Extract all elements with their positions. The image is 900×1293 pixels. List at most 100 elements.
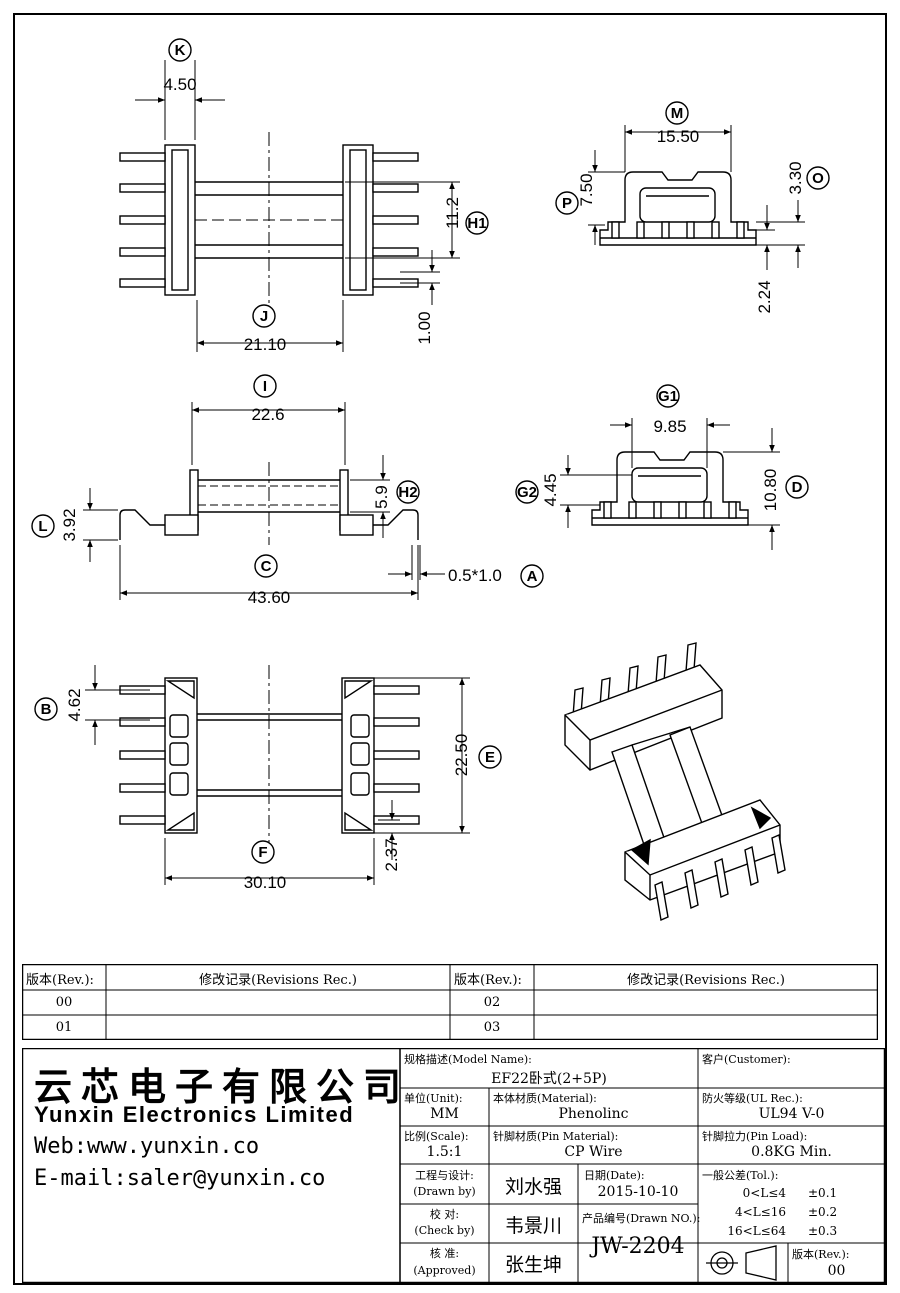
pin-stub <box>628 501 637 519</box>
dim-g2-text: 4.45 <box>541 473 560 506</box>
top-view <box>119 132 419 308</box>
callout-f: F <box>251 840 275 864</box>
dim-l-text: 3.92 <box>60 508 79 541</box>
callout-circle <box>515 480 539 504</box>
end-view-upper <box>599 171 757 246</box>
callout-letter: F <box>258 844 267 861</box>
side-view-dimensions <box>83 402 445 600</box>
company-email: E-mail:saler@yunxin.co <box>34 1166 326 1191</box>
tol-range-3: 16<L≤64 <box>727 1224 786 1238</box>
pin-stub <box>661 221 670 239</box>
rev-header-right: 版本(Rev.): <box>454 973 522 988</box>
material-label: 本体材质(Material): <box>493 1092 597 1105</box>
check-label-cn: 校 对: <box>429 1208 460 1221</box>
callout-h1: H1 <box>465 211 489 235</box>
pin <box>372 183 419 193</box>
dim-o-text: 3.30 <box>786 161 805 194</box>
iso-pin <box>771 834 786 874</box>
pin-stub <box>703 501 712 519</box>
dim-h1-offset-text: 1.00 <box>415 311 434 344</box>
callout-d: D <box>785 475 809 499</box>
model-value: EF22卧式(2+5P) <box>491 1071 607 1087</box>
rev-header-left: 版本(Rev.): <box>26 973 94 988</box>
rec-header-right: 修改记录(Revisions Rec.) <box>627 973 785 988</box>
check-label-en: (Check by) <box>414 1224 475 1237</box>
pin-material-value: CP Wire <box>564 1144 623 1160</box>
side-view <box>119 462 419 545</box>
callout-circle <box>31 514 55 538</box>
callout-l: L <box>31 514 55 538</box>
callout-letter: H1 <box>467 215 486 232</box>
drawing-frame <box>13 13 887 1285</box>
pin <box>119 183 166 193</box>
dim-f-text: 30.10 <box>244 873 287 892</box>
dim-m-text: 15.50 <box>657 127 700 146</box>
callout-letter: P <box>562 195 572 212</box>
pin-stub <box>603 501 612 519</box>
tol-range-1: 0<L≤4 <box>742 1186 786 1200</box>
top-view-dimensions <box>135 60 460 352</box>
pin-stub <box>736 221 745 239</box>
callout-letter: C <box>261 558 272 575</box>
callout-letter: A <box>527 568 538 585</box>
pin <box>119 717 166 727</box>
ul-value: UL94 V-0 <box>758 1106 825 1122</box>
revision-table-grid <box>22 964 878 1040</box>
callout-g1: G1 <box>656 384 680 408</box>
drawn-no-label: 产品编号(Drawn NO.): <box>582 1212 701 1225</box>
dim-a-text: 0.5*1.0 <box>448 566 502 585</box>
callout-m: M <box>665 101 689 125</box>
rev-row-2-left: 01 <box>55 1020 73 1035</box>
rec-header-left: 修改记录(Revisions Rec.) <box>199 973 357 988</box>
approved-label-en: (Approved) <box>413 1264 476 1277</box>
pin-stub <box>711 221 720 239</box>
pin-stub <box>686 221 695 239</box>
callout-circle <box>252 304 276 328</box>
company-web: Web:www.yunxin.co <box>34 1134 260 1159</box>
date-value: 2015-10-10 <box>597 1184 679 1200</box>
callout-h2: H2 <box>396 480 420 504</box>
company-name-en: Yunxin Electronics Limited <box>34 1102 355 1127</box>
isometric-view <box>564 642 786 921</box>
pin <box>119 783 166 793</box>
callout-c: C <box>254 554 278 578</box>
tol-value-2: ±0.2 <box>808 1205 838 1219</box>
dim-p-text: 7.50 <box>577 173 596 206</box>
pin <box>372 247 419 257</box>
pin <box>119 815 166 825</box>
dim-d-text: 10.80 <box>761 469 780 512</box>
callout-letter: H2 <box>398 484 417 501</box>
pin-material-label: 针脚材质(Pin Material): <box>493 1130 619 1143</box>
tol-range-2: 4<L≤16 <box>735 1205 786 1219</box>
end-view-lower-dimensions <box>560 418 780 550</box>
pin <box>372 152 419 162</box>
callout-letter: G1 <box>658 388 678 405</box>
dim-f-offset-text: 2.37 <box>382 838 401 871</box>
bottom-view-dimensions <box>85 665 470 885</box>
callout-o: O <box>806 166 830 190</box>
callout-e: E <box>478 745 502 769</box>
iso-pin <box>744 846 759 886</box>
rev-row-2-right: 03 <box>483 1020 501 1035</box>
callout-circle <box>396 480 420 504</box>
title-block: 云芯电子有限公司 Yunxin Electronics Limited Web:… <box>22 1048 885 1283</box>
dim-i-text: 22.6 <box>251 405 284 424</box>
callout-letter: I <box>263 378 267 395</box>
pin <box>373 783 420 793</box>
pin-stub <box>728 501 737 519</box>
dim-j-text: 21.10 <box>244 335 287 354</box>
callout-circle <box>251 840 275 864</box>
model-label: 规格描述(Model Name): <box>404 1053 532 1066</box>
pin-stub <box>653 501 662 519</box>
pin <box>373 717 420 727</box>
callout-b: B <box>34 697 58 721</box>
callout-i: I <box>253 374 277 398</box>
revision-table: 版本(Rev.): 修改记录(Revisions Rec.) 版本(Rev.):… <box>22 964 878 1040</box>
pin-stub <box>611 221 620 239</box>
pin <box>373 685 420 695</box>
callout-circle <box>656 384 680 408</box>
callout-g2: G2 <box>515 480 539 504</box>
dim-g1-text: 9.85 <box>653 417 686 436</box>
rev-value: 00 <box>827 1263 846 1279</box>
